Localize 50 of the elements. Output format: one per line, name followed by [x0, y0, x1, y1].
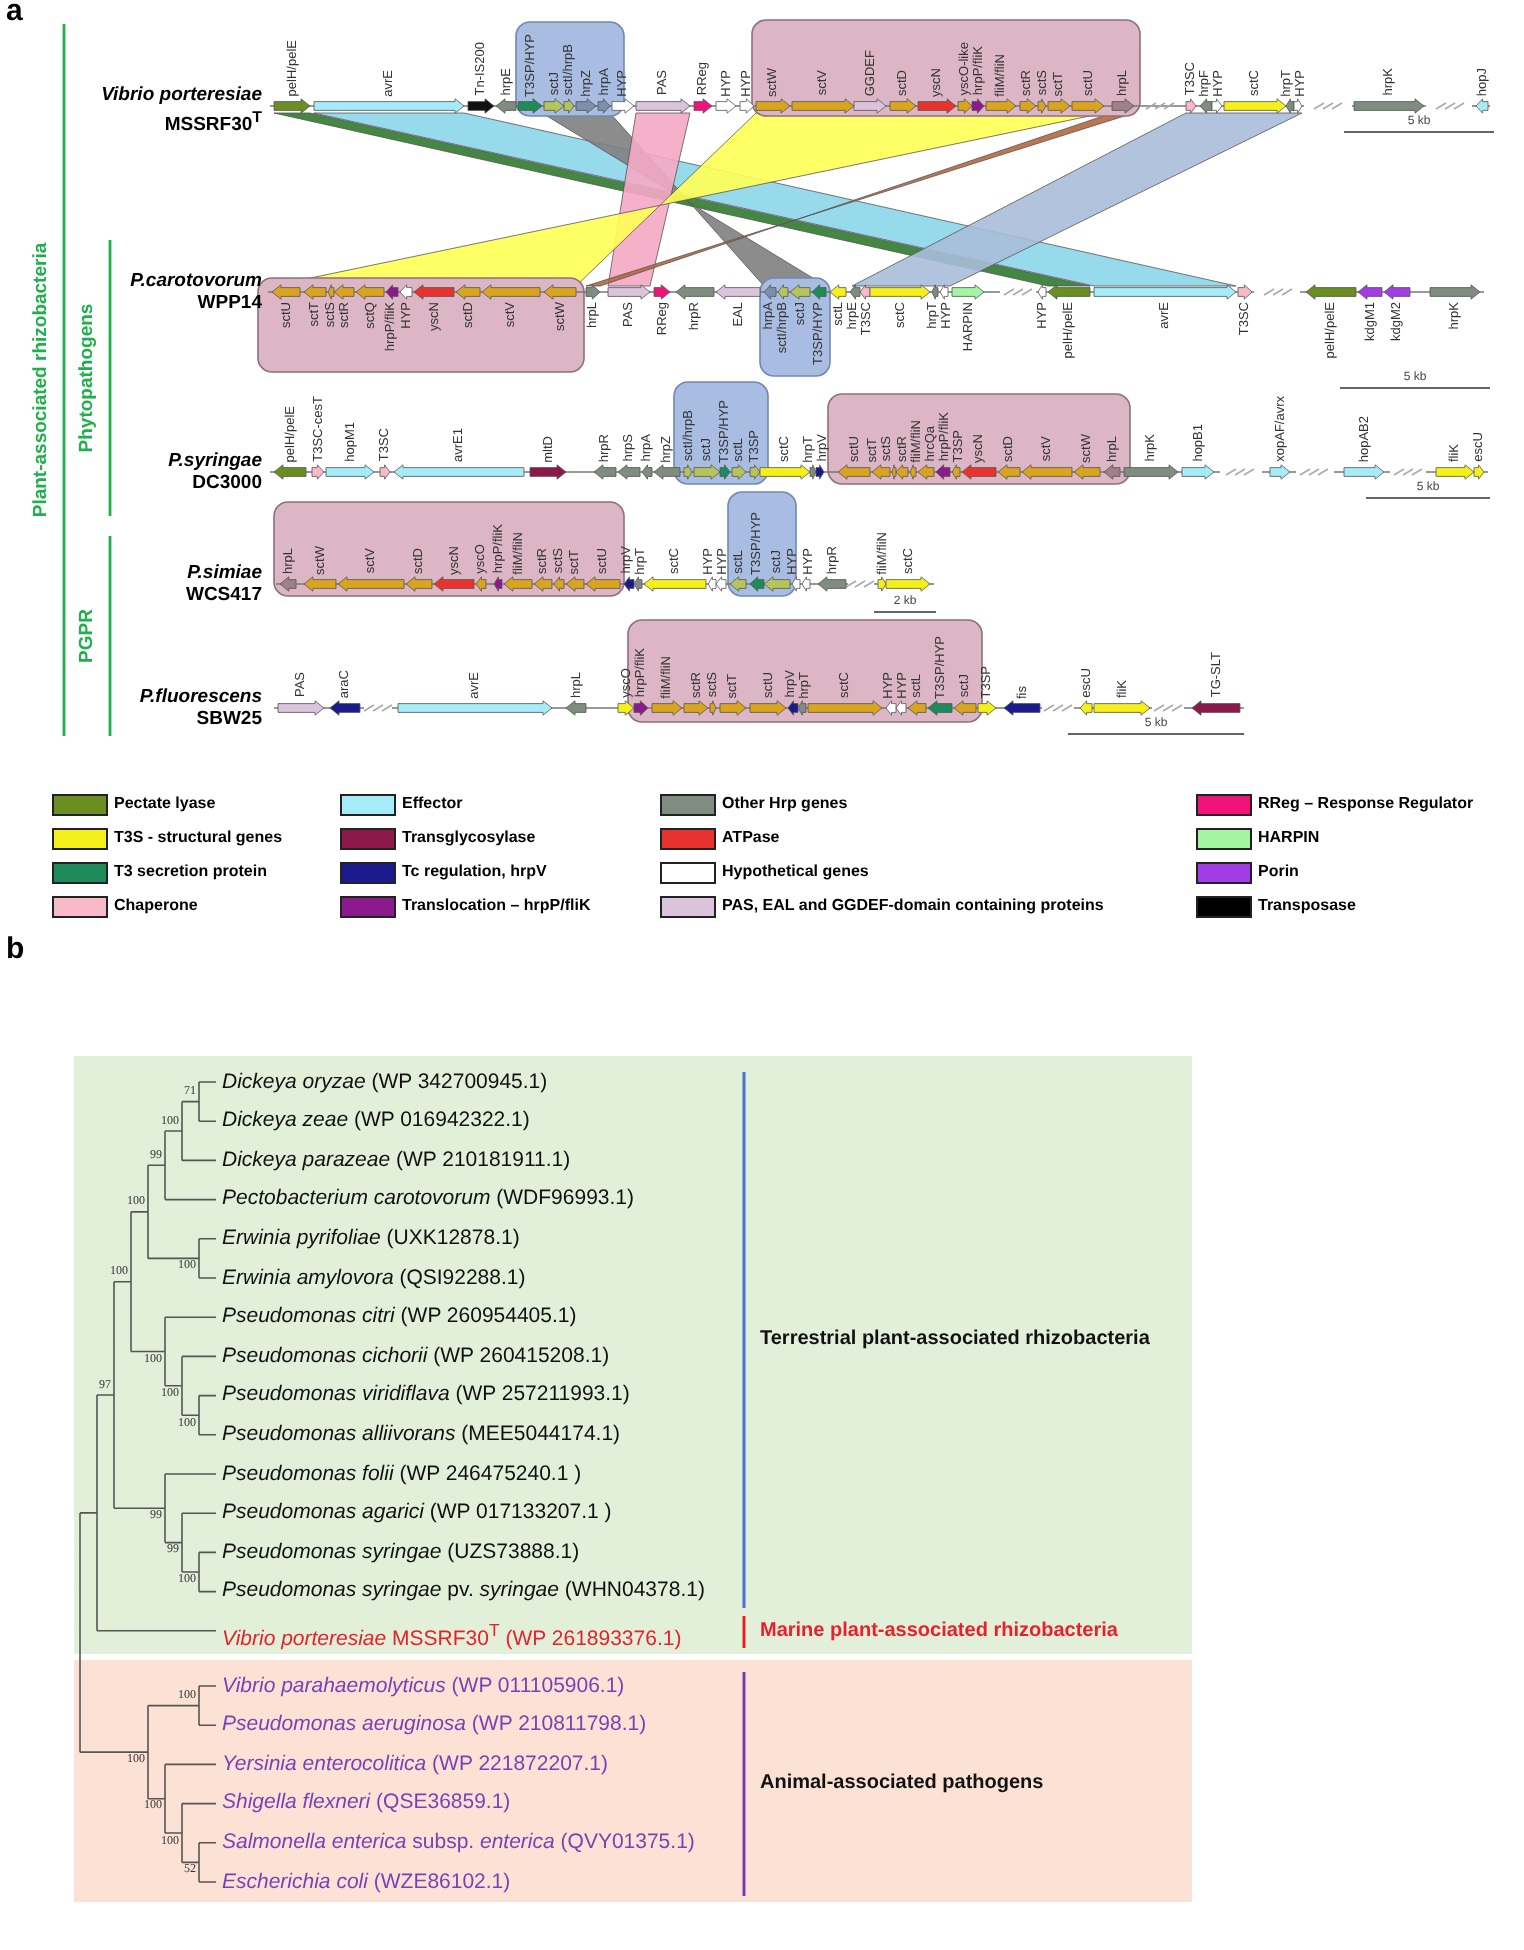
- legend-label: Porin: [1258, 860, 1299, 884]
- group-label: PGPR: [75, 609, 97, 663]
- taxon-label: Escherichia coli (WZE86102.1): [222, 1869, 511, 1895]
- legend-label: Effector: [402, 792, 463, 816]
- taxon-label: Yersinia enterocolitica (WP 221872207.1): [222, 1751, 609, 1778]
- taxon-label: Dickeya zeae (WP 016942322.1): [222, 1108, 530, 1135]
- taxon-label: Pseudomonas citri (WP 260954405.1): [222, 1304, 577, 1331]
- strain-name: Vibrio porteresiae MSSRF30$^{T}$: [101, 84, 262, 137]
- legend-label: HARPIN: [1258, 826, 1320, 850]
- taxon-label: Erwinia pyrifoliae (UXK12878.1): [222, 1225, 520, 1252]
- taxon-label: Pseudomonas agarici (WP 017133207.1 ): [222, 1500, 612, 1527]
- taxon-label: Dickeya oryzae (WP 342700945.1): [222, 1069, 548, 1095]
- legend-label: Pectate lyase: [114, 792, 216, 816]
- panel-letter: a: [6, 0, 23, 28]
- legend-label: T3S - structural genes: [114, 826, 283, 850]
- taxon-label: Pseudomonas aeruginosa (WP 210811798.1): [222, 1712, 647, 1739]
- strain-name: P.carotovorum WPP14: [130, 270, 262, 314]
- legend-label: Transglycosylase: [402, 826, 536, 850]
- taxon-label: Pseudomonas folii (WP 246475240.1 ): [222, 1461, 582, 1487]
- taxon-label: Vibrio porteresiae MSSRF30$^{T}$ (WP 261893376.1): [222, 1617, 682, 1653]
- taxon-label: Shigella flexneri (QSE36859.1): [222, 1790, 511, 1817]
- legend-label: T3 secretion protein: [114, 860, 267, 884]
- legend-label: Transposase: [1258, 894, 1356, 918]
- legend-label: RReg – Response Regulator: [1258, 792, 1474, 816]
- taxon-label: Pseudomonas viridiflava (WP 257211993.1): [222, 1382, 630, 1409]
- legend-label: Tc regulation, hrpV: [402, 860, 547, 884]
- legend-label: Translocation – hrpP/fliK: [402, 894, 591, 918]
- legend-label: Hypothetical genes: [722, 860, 869, 884]
- clade-label: Animal-associated pathogens: [760, 1770, 1044, 1798]
- taxon-label: Pseudomonas syringae pv. syringae (WHN04378.1): [222, 1578, 705, 1605]
- taxon-label: Pseudomonas syringae (UZS73888.1): [222, 1539, 580, 1566]
- group-label: Phytopathogens: [75, 303, 97, 453]
- taxon-label: Pectobacterium carotovorum (WDF96993.1): [222, 1186, 635, 1213]
- strain-name: P.syringae DC3000: [168, 450, 262, 494]
- clade-label: Marine plant-associated rhizobacteria: [760, 1618, 1118, 1646]
- group-label: Plant-associated rhizobacteria: [29, 242, 51, 518]
- legend-label: PAS, EAL and GGDEF-domain containing proteins: [722, 894, 1104, 918]
- taxon-label: Dickeya parazeae (WP 210181911.1): [222, 1147, 571, 1174]
- legend-label: Chaperone: [114, 894, 198, 918]
- strain-name: P.simiae WCS417: [185, 562, 262, 606]
- taxon-label: Pseudomonas cichorii (WP 260415208.1): [222, 1343, 610, 1370]
- panel-letter: b: [6, 932, 25, 966]
- taxon-label: Pseudomonas alliivorans (MEE5044174.1): [222, 1421, 621, 1448]
- taxon-label: Salmonella enterica subsp. enterica (QVY01375.1): [222, 1829, 695, 1856]
- legend-label: Other Hrp genes: [722, 792, 848, 816]
- strain-name: P.fluorescens SBW25: [139, 686, 262, 730]
- taxon-label: Erwinia amylovora (QSI92288.1): [222, 1265, 526, 1291]
- clade-label: Terrestrial plant-associated rhizobacteria: [760, 1326, 1150, 1354]
- taxon-label: Vibrio parahaemolyticus (WP 011105906.1): [222, 1673, 625, 1699]
- legend-label: ATPase: [722, 826, 780, 850]
